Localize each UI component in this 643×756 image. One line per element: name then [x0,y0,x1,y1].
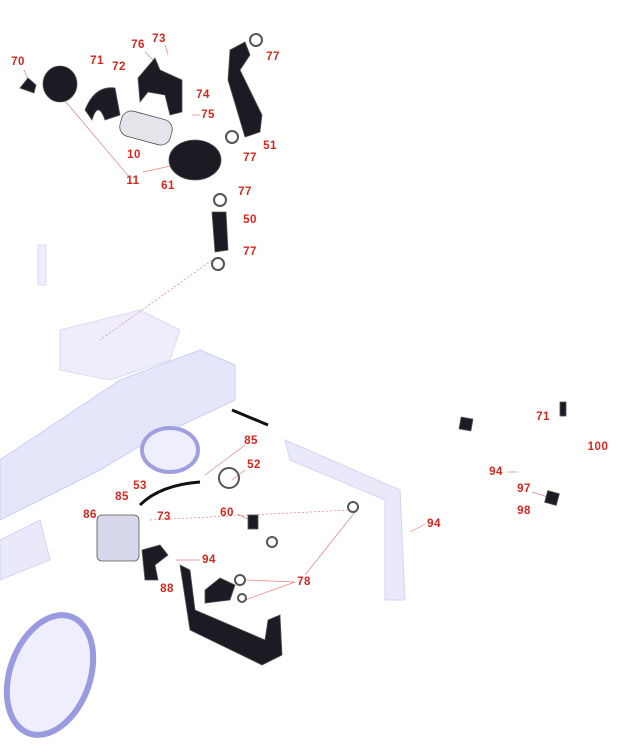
callout-73[interactable]: 73 [152,33,166,45]
part-53-line [138,480,201,507]
mower-frame-ghost [0,244,406,601]
part-air-cleaner-cover [42,65,78,103]
callout-61[interactable]: 61 [161,180,175,192]
callout-71[interactable]: 71 [90,55,104,67]
part-10-filter [119,110,173,146]
callout-88[interactable]: 88 [160,583,174,595]
callout-73[interactable]: 73 [157,511,171,523]
callout-70[interactable]: 70 [11,56,25,68]
parts [19,41,567,666]
part-85-line [231,408,269,427]
callout-94[interactable]: 94 [202,554,216,566]
callout-97[interactable]: 97 [517,483,531,495]
part-right-2 [559,401,567,417]
part-76-bracket [137,57,183,116]
callout-75[interactable]: 75 [201,109,215,121]
callout-51[interactable]: 51 [263,140,277,152]
callout-72[interactable]: 72 [112,61,126,73]
callout-94[interactable]: 94 [489,466,503,478]
clamps [211,33,359,603]
callout-11[interactable]: 11 [126,175,140,187]
part-guard [179,564,283,666]
part-70 [19,77,37,94]
callout-50[interactable]: 50 [243,214,257,226]
callout-10[interactable]: 10 [127,149,141,161]
part-60 [247,514,259,530]
callout-77[interactable]: 77 [266,51,280,63]
callout-85[interactable]: 85 [244,435,258,447]
part-72-strap [84,87,121,121]
callout-86[interactable]: 86 [83,509,97,521]
part-78-bracket [204,577,236,604]
callout-71[interactable]: 71 [536,411,550,423]
callout-100[interactable]: 100 [587,441,609,453]
callout-74[interactable]: 74 [196,89,210,101]
part-97 [544,490,560,506]
callout-78[interactable]: 78 [297,576,311,588]
callout-77[interactable]: 77 [243,152,257,164]
callout-85[interactable]: 85 [115,491,129,503]
callout-60[interactable]: 60 [220,507,234,519]
callout-77[interactable]: 77 [238,186,252,198]
callout-76[interactable]: 76 [131,39,145,51]
part-right-1 [458,416,474,432]
wheel-ghost [3,426,200,738]
part-86-tank [96,514,140,562]
part-88-bracket [141,544,169,581]
callout-98[interactable]: 98 [517,505,531,517]
part-50-hose [211,211,229,253]
callout-53[interactable]: 53 [133,480,147,492]
callout-77[interactable]: 77 [243,246,257,258]
part-77-hose-upper [227,41,263,138]
callout-52[interactable]: 52 [247,459,261,471]
callout-94[interactable]: 94 [427,518,441,530]
part-11-housing [168,139,222,181]
